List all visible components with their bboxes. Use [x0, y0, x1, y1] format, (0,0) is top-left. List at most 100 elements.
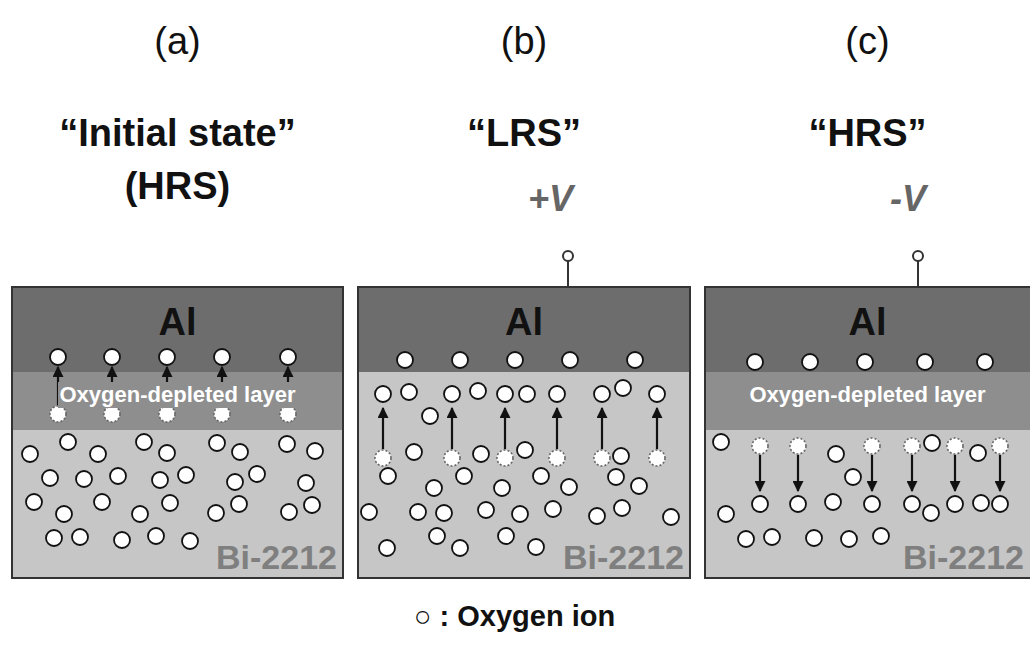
panel-frame [12, 287, 343, 578]
oxygen-ion [132, 506, 148, 522]
oxygen-ion [76, 471, 92, 487]
oxygen-ion [56, 506, 72, 522]
oxygen-ion [209, 435, 225, 451]
oxygen-ion [72, 529, 88, 545]
oxygen-ion [470, 383, 486, 399]
oxygen-ion [26, 494, 42, 510]
oxygen-ion [401, 384, 417, 400]
oxygen-ion [436, 505, 452, 521]
terminal [913, 251, 923, 261]
oxygen-ion [924, 435, 940, 451]
oxygen-ion [747, 354, 763, 370]
bi2212-layer: Bi-2212 [705, 430, 1030, 578]
oxygen-ion [22, 446, 38, 462]
oxygen-ion [429, 528, 445, 544]
oxygen-ion [498, 528, 514, 544]
migration-arrow [797, 455, 799, 491]
vacancy-origin [649, 450, 665, 466]
vacancy-origin [280, 406, 296, 422]
depleted-layer: Oxygen-depleted layer [705, 372, 1030, 430]
vacancy-origin [752, 438, 768, 454]
vacancy-origin [594, 450, 610, 466]
oxygen-ion [178, 467, 194, 483]
oxygen-ion [361, 504, 377, 520]
oxygen-ion [114, 532, 130, 548]
oxygen-ion [231, 496, 247, 512]
layer-label: Al [505, 301, 543, 344]
panel-frame [705, 287, 1030, 578]
oxygen-ion [494, 480, 510, 496]
al-layer [705, 287, 1030, 372]
oxygen-ion [397, 352, 413, 368]
layer-label: Oxygen-depleted layer [58, 382, 298, 408]
oxygen-ion [857, 354, 873, 370]
oxygen-ion [615, 380, 631, 396]
oxygen-ion [992, 496, 1008, 512]
oxygen-ion [790, 496, 806, 512]
layer-label: Al [849, 301, 887, 344]
oxygen-ion [307, 443, 323, 459]
panel-letter: (c) [705, 20, 1030, 63]
oxygen-ion [214, 349, 230, 365]
oxygen-ion [104, 349, 120, 365]
panel-frame [358, 287, 690, 578]
migration-arrow [871, 455, 873, 491]
vacancy-origin [904, 438, 920, 454]
al-electrode: Al [705, 287, 1030, 372]
depleted-layer [12, 372, 343, 430]
depleted-layer: Oxygen-depleted layer [12, 372, 343, 430]
oxygen-ion [873, 528, 889, 544]
oxygen-ion [110, 468, 126, 484]
oxygen-ion [410, 504, 426, 520]
oxygen-ion [973, 495, 989, 511]
oxygen-ion [232, 444, 248, 460]
vacancy-origin [50, 406, 66, 422]
oxygen-ion [649, 386, 665, 402]
migration-arrow [451, 408, 453, 449]
vacancy-origin [214, 406, 230, 422]
oxygen-ion [279, 436, 295, 452]
legend-text: ○ : Oxygen ion [414, 600, 615, 633]
oxygen-ion [608, 469, 624, 485]
oxygen-ion [497, 386, 513, 402]
oxygen-ion [512, 506, 528, 522]
oxygen-ion [977, 354, 993, 370]
bi2212-layer: Bi-2212 [12, 430, 343, 578]
oxygen-ion [614, 500, 630, 516]
oxygen-ion [627, 352, 643, 368]
oxygen-ion [825, 494, 841, 510]
oxygen-ion [60, 434, 76, 450]
oxygen-ion [452, 540, 468, 556]
oxygen-ion [752, 496, 768, 512]
oxygen-ion [613, 448, 629, 464]
oxygen-ion [802, 354, 818, 370]
migration-arrow [656, 408, 658, 449]
migration-arrow [954, 455, 956, 491]
vacancy-origin [497, 450, 513, 466]
migration-arrow [911, 455, 913, 491]
oxygen-ion [227, 474, 243, 490]
al-electrode: Al [358, 287, 690, 372]
oxygen-ion [426, 480, 442, 496]
vacancy-origin [549, 450, 565, 466]
vacancy-origin [864, 438, 880, 454]
oxygen-ion [280, 349, 296, 365]
oxygen-ion [159, 445, 175, 461]
vacancy-origin [790, 438, 806, 454]
oxygen-ion [947, 496, 963, 512]
oxygen-ion [50, 349, 66, 365]
terminal [563, 251, 573, 261]
oxygen-ion [452, 352, 468, 368]
oxygen-ion [533, 468, 549, 484]
layer-label: Bi-2212 [216, 537, 337, 578]
panel-letter: (b) [358, 20, 690, 63]
vacancy-origin [947, 438, 963, 454]
voltage-label: -V [890, 178, 926, 220]
oxygen-ion [42, 470, 58, 486]
oxygen-ion [923, 505, 939, 521]
oxygen-ion [152, 472, 168, 488]
oxygen-ion [46, 530, 62, 546]
oxygen-ion [841, 531, 857, 547]
al-layer [358, 287, 690, 372]
oxygen-ion [845, 469, 861, 485]
